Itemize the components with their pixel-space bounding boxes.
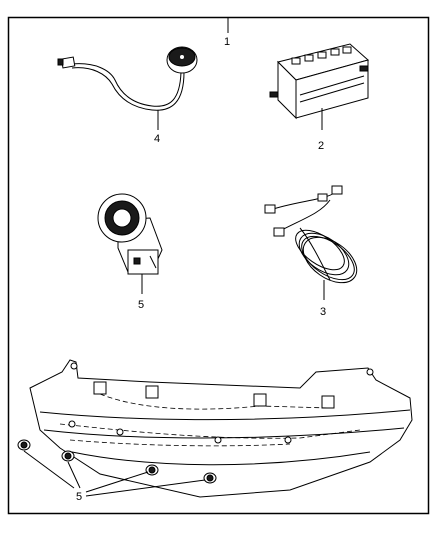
callout-4: 4	[154, 133, 160, 145]
leader-lines-5-lower	[23, 450, 206, 497]
callout-2: 2	[318, 140, 324, 152]
control-module-part	[269, 43, 370, 120]
callout-5-upper: 5	[138, 299, 144, 311]
wiring-harness-part	[264, 185, 358, 284]
callout-1: 1	[224, 36, 230, 48]
diagram-frame	[7, 16, 430, 515]
callout-5-lower: 5	[76, 491, 82, 503]
indicator-part	[57, 46, 198, 111]
callout-3: 3	[320, 306, 326, 318]
sensor-part	[97, 193, 163, 275]
bumper-fascia	[17, 359, 413, 498]
